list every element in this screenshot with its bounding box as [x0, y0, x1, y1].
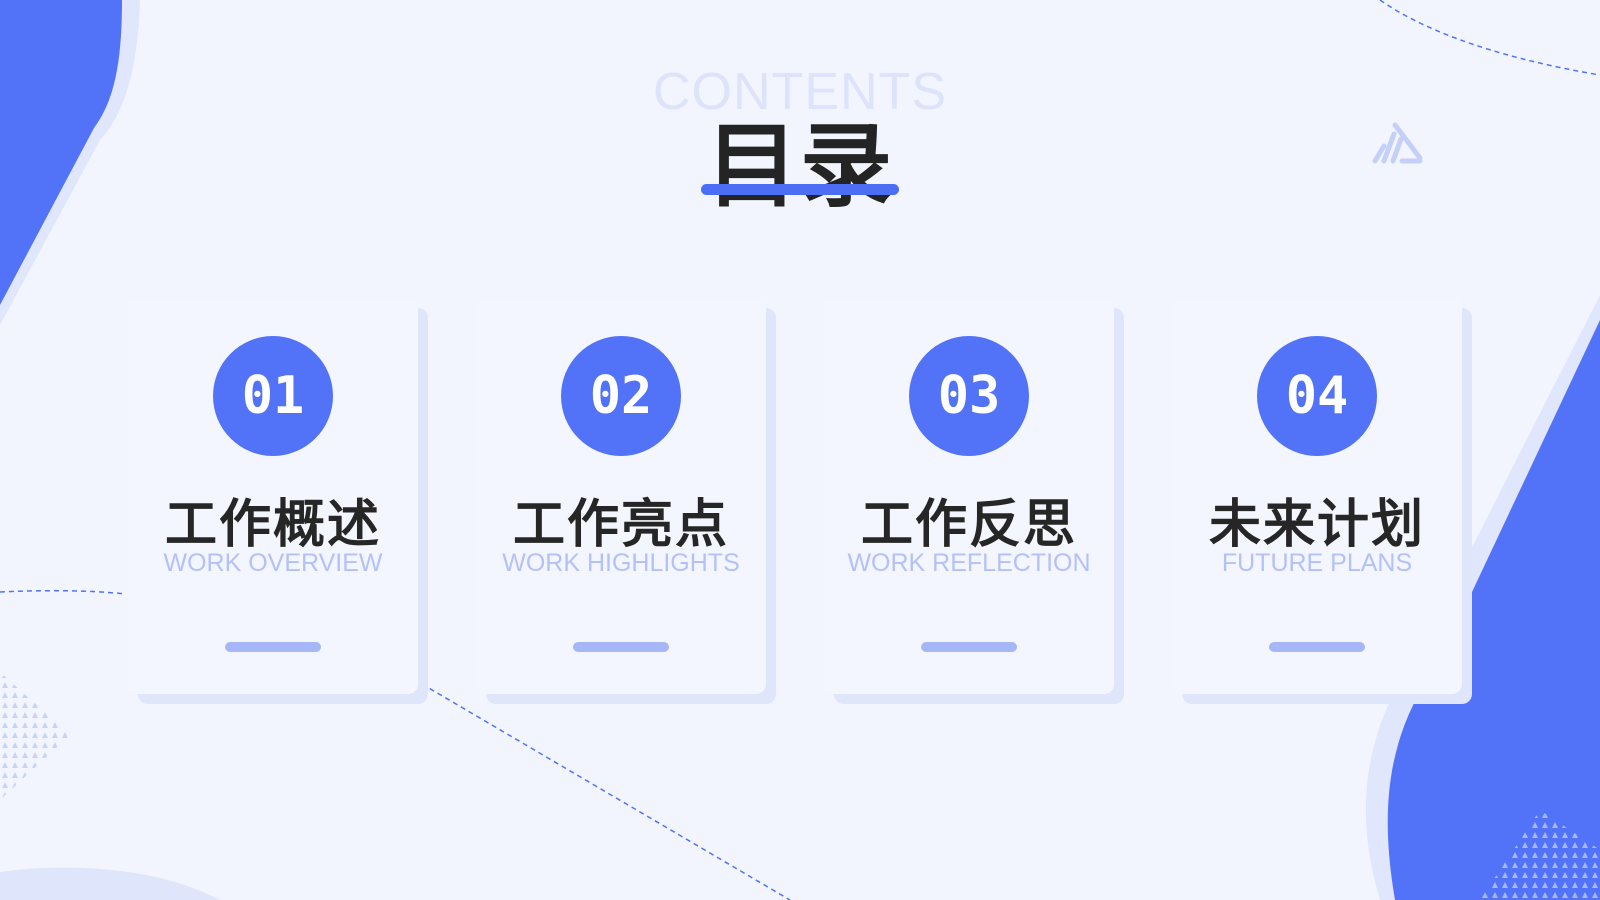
card-accent-bar — [921, 642, 1017, 652]
card-number-badge: 02 — [561, 336, 681, 456]
card-number-badge: 03 — [909, 336, 1029, 456]
card-title: 工作反思 — [860, 495, 1077, 555]
dashed-line-top-right — [1379, 0, 1600, 76]
right-shape — [1387, 320, 1600, 900]
card-subtitle: FUTURE PLANS — [1221, 549, 1413, 577]
card-subtitle: WORK REFLECTION — [847, 549, 1091, 577]
card-number-badge: 04 — [1257, 336, 1377, 456]
title-area: CONTENTS 目录 — [0, 0, 1600, 220]
page-title: 目录 — [705, 113, 894, 220]
toc-card-1[interactable]: 01 工作概述 WORK OVERVIEW — [128, 298, 418, 694]
top-left-shape — [0, 0, 122, 305]
title-english: CONTENTS — [653, 63, 947, 121]
toc-card-2[interactable]: 02 工作亮点 WORK HIGHLIGHTS — [476, 298, 766, 694]
dot-pattern-bottom-right — [1480, 810, 1600, 900]
bottom-left-shape — [0, 867, 220, 900]
card-number-badge: 01 — [213, 336, 333, 456]
dashed-line-left — [0, 589, 126, 595]
card-subtitle: WORK OVERVIEW — [163, 549, 383, 577]
dashed-line-bottom — [421, 683, 791, 900]
card-accent-bar — [573, 642, 669, 652]
toc-card-4[interactable]: 04 未来计划 FUTURE PLANS — [1172, 298, 1462, 694]
card-title: 未来计划 — [1208, 495, 1425, 555]
card-accent-bar — [1269, 642, 1365, 652]
card-title: 工作亮点 — [512, 495, 729, 555]
card-accent-bar — [225, 642, 321, 652]
dot-pattern-left — [0, 672, 70, 800]
toc-card-3[interactable]: 03 工作反思 WORK REFLECTION — [824, 298, 1114, 694]
card-subtitle: WORK HIGHLIGHTS — [502, 549, 740, 577]
card-title: 工作概述 — [164, 495, 381, 555]
striped-triangle-icon — [1372, 122, 1423, 164]
title-underline — [701, 184, 899, 195]
